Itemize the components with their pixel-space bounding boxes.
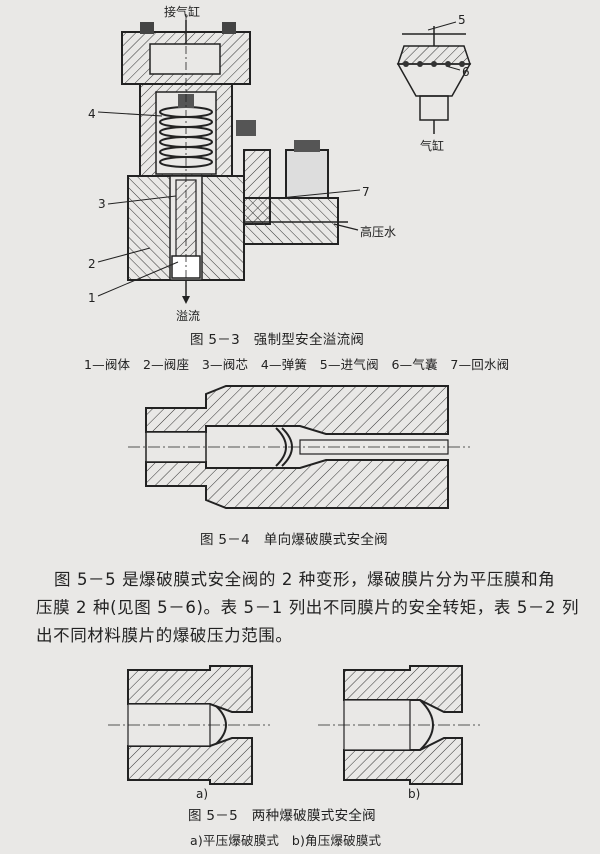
label-variant-a: a) <box>196 787 208 800</box>
variant-a <box>108 665 270 785</box>
label-variant-b: b) <box>408 787 420 800</box>
callout-7: 7 <box>362 185 370 199</box>
figure-5-4-caption: 图 5－4 单向爆破膜式安全阀 <box>200 532 388 548</box>
figure-5-3-caption: 图 5－3 强制型安全溢流阀 <box>190 332 365 348</box>
callout-2: 2 <box>88 257 96 271</box>
body-paragraph: 图 5－5 是爆破膜式安全阀的 2 种变形，爆破膜片分为平压膜和角 压膜 2 种… <box>36 566 584 650</box>
callout-4: 4 <box>88 107 96 121</box>
variant-b <box>318 665 480 785</box>
paragraph-line-3: 出不同材料膜片的爆破压力范围。 <box>36 626 293 645</box>
figure-5-3-drawing: 接气缸 气缸 高压水 溢流 1 2 3 4 5 6 7 <box>88 4 472 323</box>
callout-3: 3 <box>98 197 106 211</box>
callout-1: 1 <box>88 291 96 305</box>
label-to-cylinder: 接气缸 <box>164 4 200 19</box>
figure-5-5-subcaption: a)平压爆破膜式 b)角压爆破膜式 <box>190 833 382 848</box>
figure-5-4-drawing <box>128 385 470 509</box>
label-high-pressure-water: 高压水 <box>360 224 396 239</box>
callout-5: 5 <box>458 13 466 27</box>
figure-5-5-caption: 图 5－5 两种爆破膜式安全阀 <box>188 808 376 824</box>
figure-5-3-legend: 1—阀体 2—阀座 3—阀芯 4—弹簧 5—进气阀 6—气囊 7—回水阀 <box>84 357 510 372</box>
label-overflow: 溢流 <box>176 309 200 323</box>
callout-6: 6 <box>462 65 470 79</box>
paragraph-line-1: 图 5－5 是爆破膜式安全阀的 2 种变形，爆破膜片分为平压膜和角 <box>54 570 556 589</box>
figure-5-5-drawing: a) b) <box>108 665 480 800</box>
label-cylinder: 气缸 <box>420 138 444 153</box>
paragraph-line-2: 压膜 2 种(见图 5－6)。表 5－1 列出不同膜片的安全转矩，表 5－2 列 <box>36 598 580 617</box>
